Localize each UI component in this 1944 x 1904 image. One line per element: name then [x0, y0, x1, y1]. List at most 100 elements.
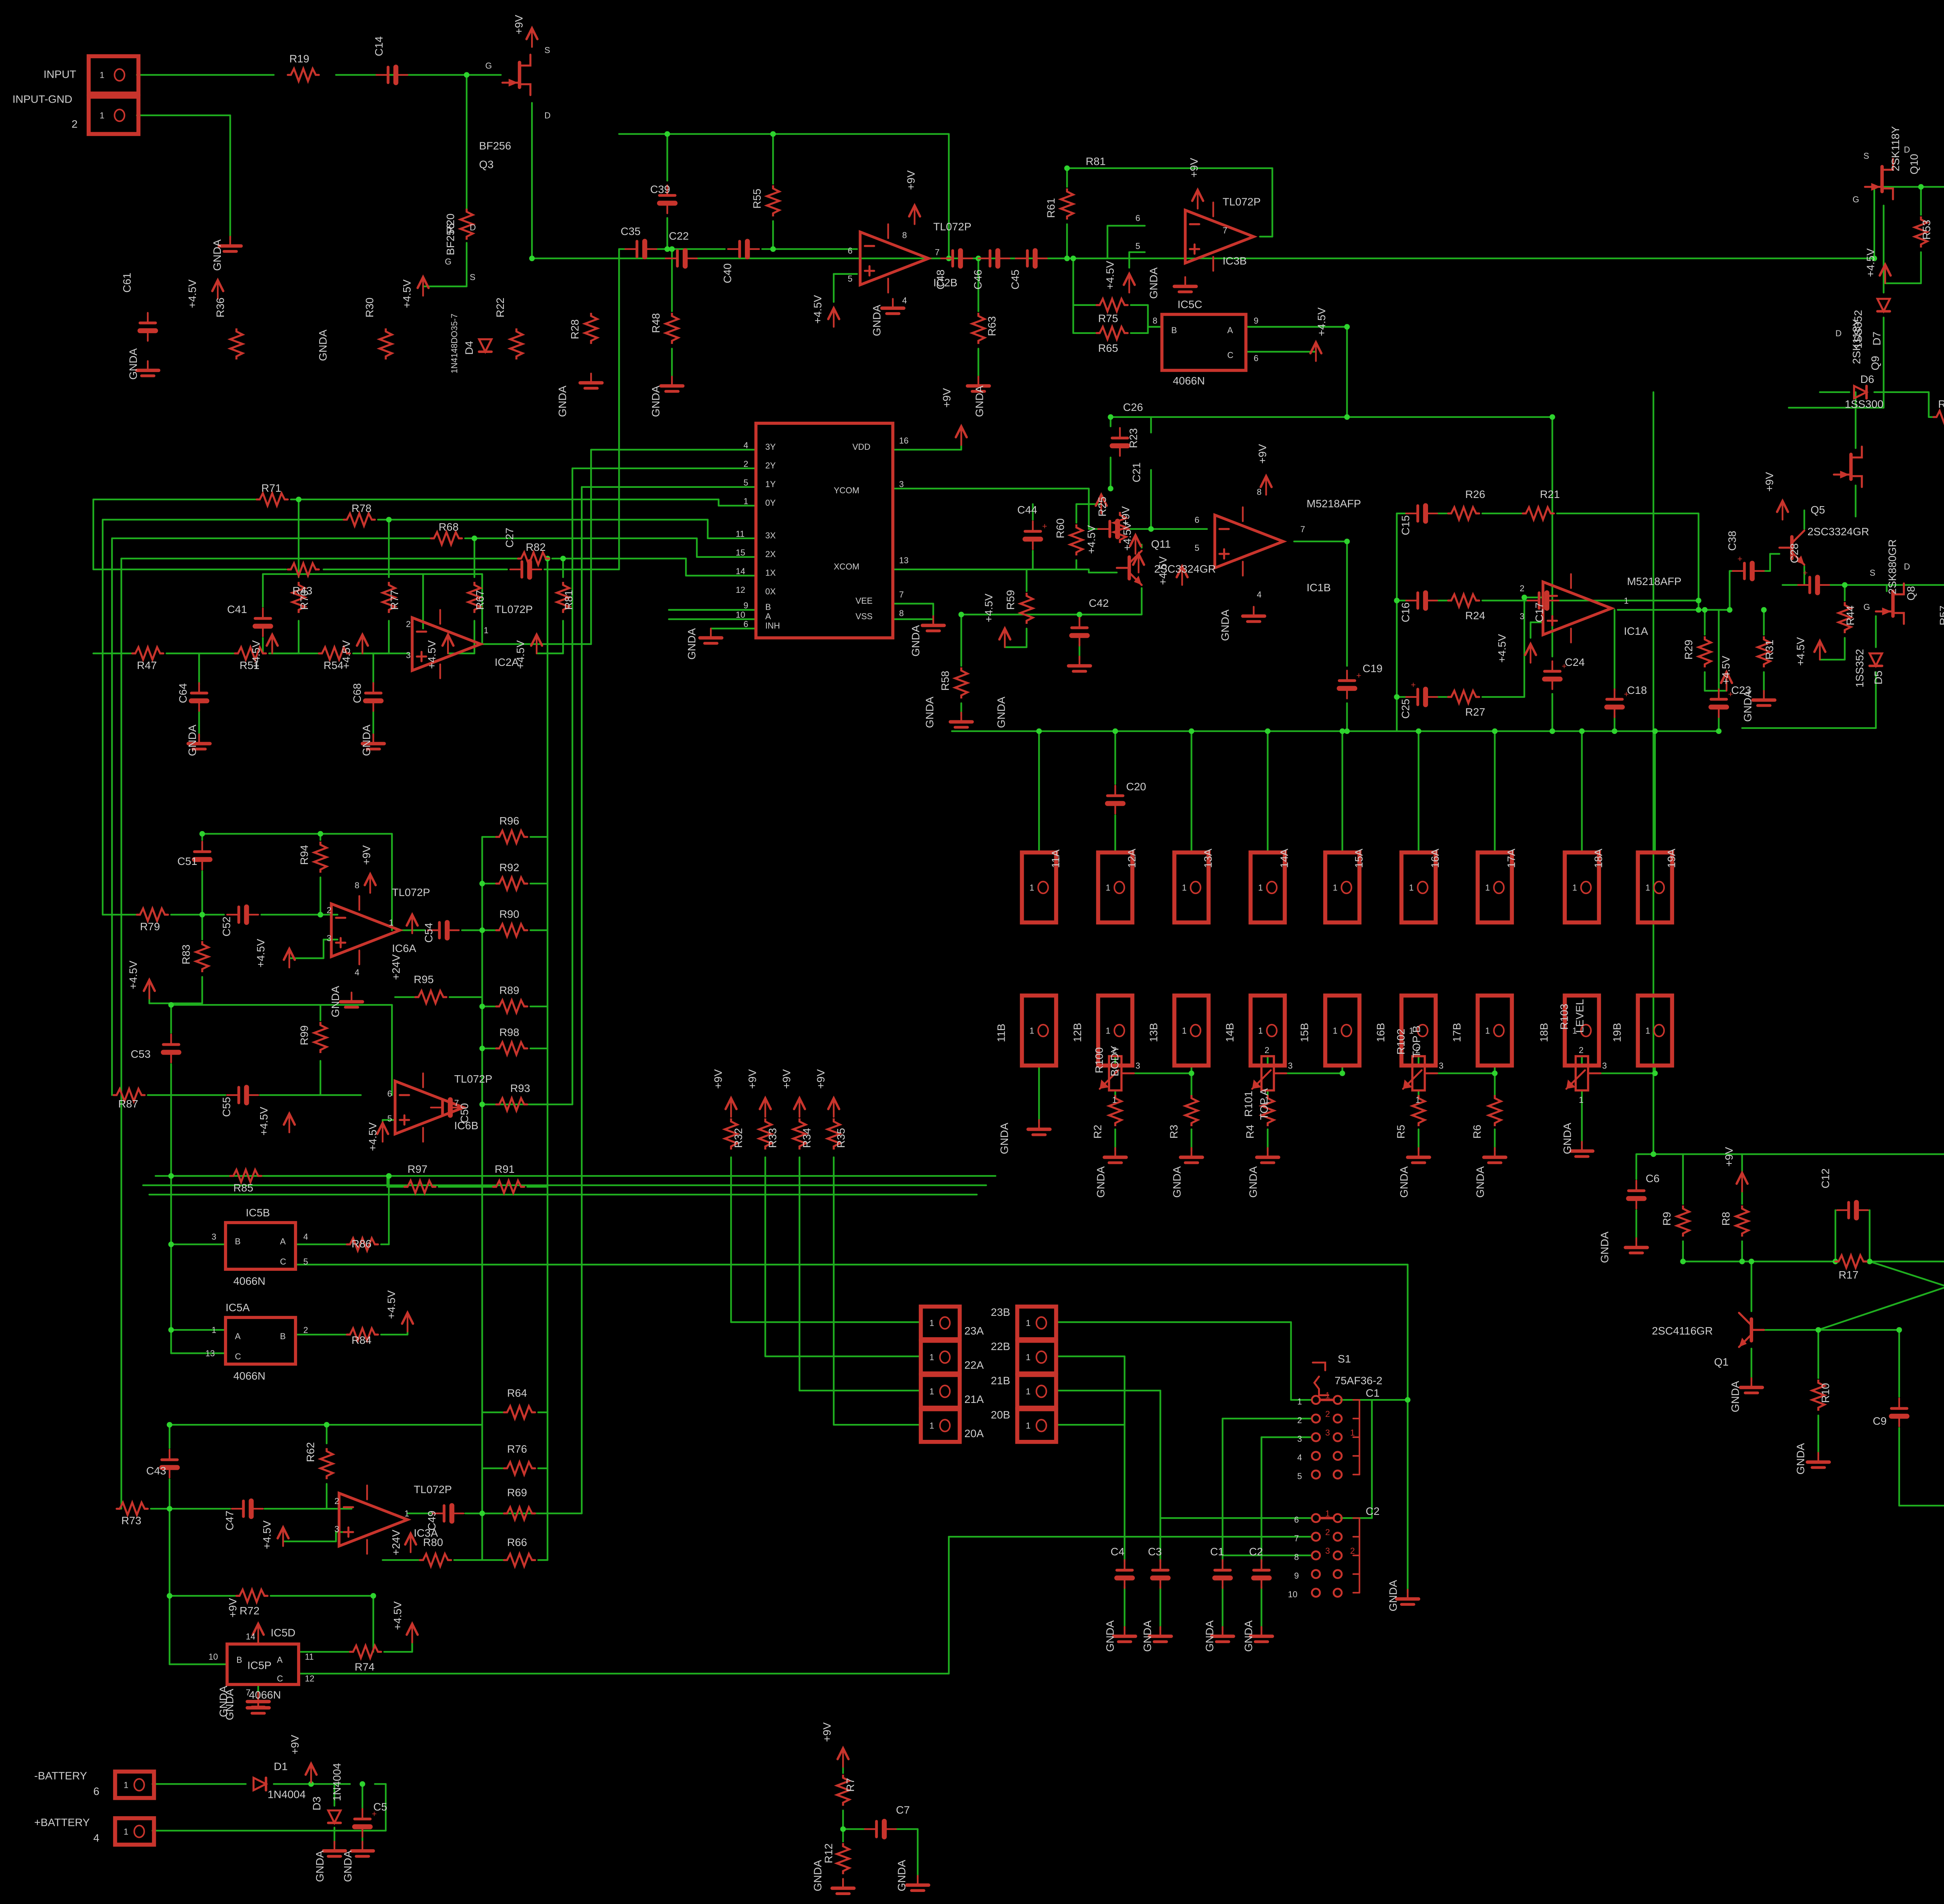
pad[interactable]: [1323, 850, 1362, 925]
switch-contact[interactable]: [1332, 1588, 1343, 1598]
pad[interactable]: [1172, 993, 1211, 1068]
ic-box[interactable]: [226, 1642, 301, 1686]
resistor[interactable]: [517, 549, 550, 568]
resistor[interactable]: [1017, 592, 1036, 624]
resistor[interactable]: [764, 185, 782, 217]
opamp[interactable]: [858, 230, 933, 287]
switch-contact[interactable]: [1332, 1451, 1343, 1461]
resistor[interactable]: [1733, 1205, 1752, 1237]
switch-contact[interactable]: [1311, 1550, 1321, 1561]
resistor[interactable]: [1095, 324, 1129, 342]
resistor[interactable]: [343, 510, 376, 529]
resistor[interactable]: [790, 1118, 809, 1150]
ic-box[interactable]: [1160, 313, 1248, 372]
resistor[interactable]: [495, 921, 528, 940]
resistor[interactable]: [287, 560, 320, 579]
pad[interactable]: [1475, 993, 1514, 1068]
resistor[interactable]: [419, 1551, 452, 1569]
pad[interactable]: [113, 1769, 156, 1800]
resistor[interactable]: [289, 582, 308, 613]
resistor[interactable]: [112, 1086, 146, 1104]
resistor[interactable]: [1259, 1095, 1277, 1127]
switch-contact[interactable]: [1332, 1413, 1343, 1424]
resistor[interactable]: [235, 1586, 269, 1605]
pad[interactable]: [1172, 850, 1211, 925]
resistor[interactable]: [495, 997, 528, 1016]
resistor[interactable]: [495, 828, 528, 846]
switch-contact[interactable]: [1332, 1532, 1343, 1542]
resistor[interactable]: [969, 313, 988, 344]
resistor[interactable]: [756, 1118, 774, 1150]
switch-contact[interactable]: [1311, 1469, 1321, 1480]
pad[interactable]: [1096, 993, 1135, 1068]
resistor[interactable]: [507, 328, 526, 360]
resistor[interactable]: [1486, 1095, 1504, 1127]
switch-contact[interactable]: [1332, 1469, 1343, 1480]
pad[interactable]: [1015, 1407, 1058, 1444]
resistor[interactable]: [1058, 188, 1076, 220]
pad[interactable]: [1399, 993, 1438, 1068]
diode[interactable]: [1853, 384, 1869, 400]
resistor[interactable]: [834, 1843, 852, 1874]
resistor[interactable]: [1521, 504, 1555, 523]
resistor[interactable]: [346, 1235, 379, 1254]
resistor[interactable]: [495, 1039, 528, 1058]
resistor[interactable]: [495, 874, 528, 893]
pad[interactable]: [1563, 993, 1601, 1068]
pad[interactable]: [1636, 993, 1674, 1068]
resistor[interactable]: [492, 1177, 525, 1196]
pad[interactable]: [1020, 850, 1058, 925]
resistor[interactable]: [115, 1499, 149, 1518]
resistor[interactable]: [1674, 1205, 1692, 1237]
opamp[interactable]: [1213, 513, 1287, 570]
pad[interactable]: [86, 94, 141, 136]
resistor[interactable]: [131, 644, 164, 663]
switch-contact[interactable]: [1311, 1588, 1321, 1598]
pad[interactable]: [1096, 850, 1135, 925]
resistor[interactable]: [193, 941, 212, 973]
switch-contact[interactable]: [1311, 1532, 1321, 1542]
resistor[interactable]: [465, 582, 484, 613]
resistor[interactable]: [1182, 1095, 1201, 1127]
diode[interactable]: [252, 1776, 268, 1792]
resistor[interactable]: [1834, 1252, 1868, 1271]
pad[interactable]: [1475, 850, 1514, 925]
ic-box[interactable]: [754, 421, 895, 639]
opamp[interactable]: [1541, 580, 1615, 637]
opamp[interactable]: [337, 1491, 412, 1548]
pad[interactable]: [86, 54, 141, 96]
diode[interactable]: [1868, 652, 1884, 668]
resistor[interactable]: [834, 1775, 852, 1806]
ic-box[interactable]: [224, 1221, 297, 1271]
resistor[interactable]: [349, 1642, 382, 1661]
diode[interactable]: [1876, 298, 1892, 314]
resistor[interactable]: [1447, 504, 1481, 523]
resistor[interactable]: [722, 1118, 740, 1150]
resistor[interactable]: [457, 208, 476, 240]
resistor[interactable]: [1409, 1095, 1428, 1127]
resistor[interactable]: [582, 313, 600, 344]
resistor[interactable]: [311, 1022, 330, 1053]
ic-box[interactable]: [224, 1316, 297, 1366]
pad[interactable]: [1020, 993, 1058, 1068]
resistor[interactable]: [414, 988, 448, 1006]
resistor[interactable]: [503, 1504, 536, 1523]
resistor[interactable]: [1447, 591, 1481, 610]
resistor[interactable]: [227, 328, 246, 360]
opamp[interactable]: [1184, 208, 1258, 265]
resistor[interactable]: [229, 1167, 262, 1185]
resistor[interactable]: [495, 1095, 528, 1114]
resistor[interactable]: [311, 841, 330, 873]
resistor[interactable]: [503, 1403, 536, 1422]
diode[interactable]: [326, 1809, 343, 1825]
resistor[interactable]: [663, 313, 681, 344]
switch-contact[interactable]: [1332, 1569, 1343, 1579]
resistor[interactable]: [317, 1448, 336, 1480]
resistor[interactable]: [1755, 636, 1773, 667]
resistor[interactable]: [287, 66, 320, 84]
pad[interactable]: [1399, 850, 1438, 925]
resistor[interactable]: [1836, 602, 1854, 633]
resistor[interactable]: [1696, 636, 1714, 667]
resistor[interactable]: [1106, 1095, 1124, 1127]
